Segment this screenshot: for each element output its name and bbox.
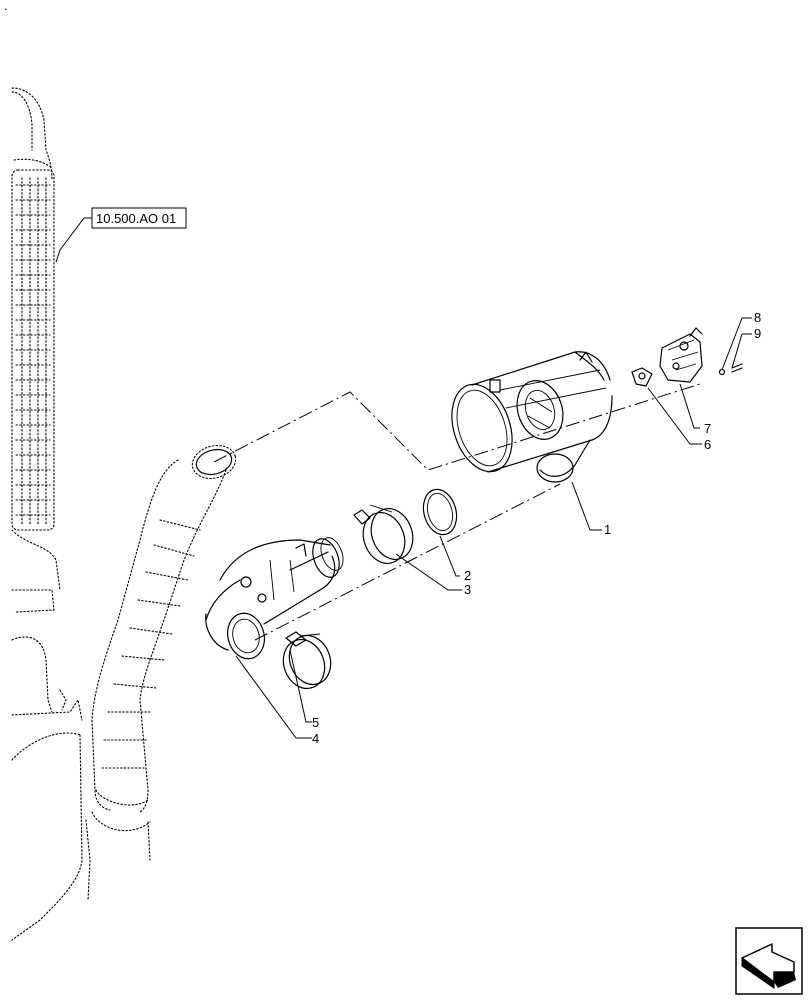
callout-5: 5 <box>312 715 319 730</box>
band-clamp-upper <box>353 504 414 564</box>
callout-3: 3 <box>464 582 471 597</box>
callout-7: 7 <box>704 421 711 436</box>
sensor-module <box>659 327 703 383</box>
callout-8: 8 <box>754 310 761 325</box>
callout-9: 9 <box>754 326 761 341</box>
reference-label-text: 10.500.AO 01 <box>96 211 176 226</box>
center-line <box>213 383 701 471</box>
perforated-tube-holes <box>15 177 51 525</box>
next-page-arrow-icon[interactable] <box>735 927 803 995</box>
callout-4: 4 <box>312 731 319 746</box>
gasket-ring <box>422 488 458 536</box>
mounting-bracket <box>631 367 653 387</box>
reference-label[interactable]: 10.500.AO 01 <box>91 207 187 229</box>
leader-lines <box>55 217 752 739</box>
nut-bolt <box>718 363 743 376</box>
callout-2: 2 <box>464 568 471 583</box>
muffler-assembly <box>11 87 83 941</box>
band-clamp-lower <box>282 631 332 690</box>
outlet-housing <box>205 537 344 660</box>
doc-canister <box>451 351 613 483</box>
callout-6: 6 <box>704 437 711 452</box>
exhaust-pipe-elbow <box>85 444 237 901</box>
callout-1: 1 <box>604 522 611 537</box>
corner-mark: . <box>4 0 8 13</box>
